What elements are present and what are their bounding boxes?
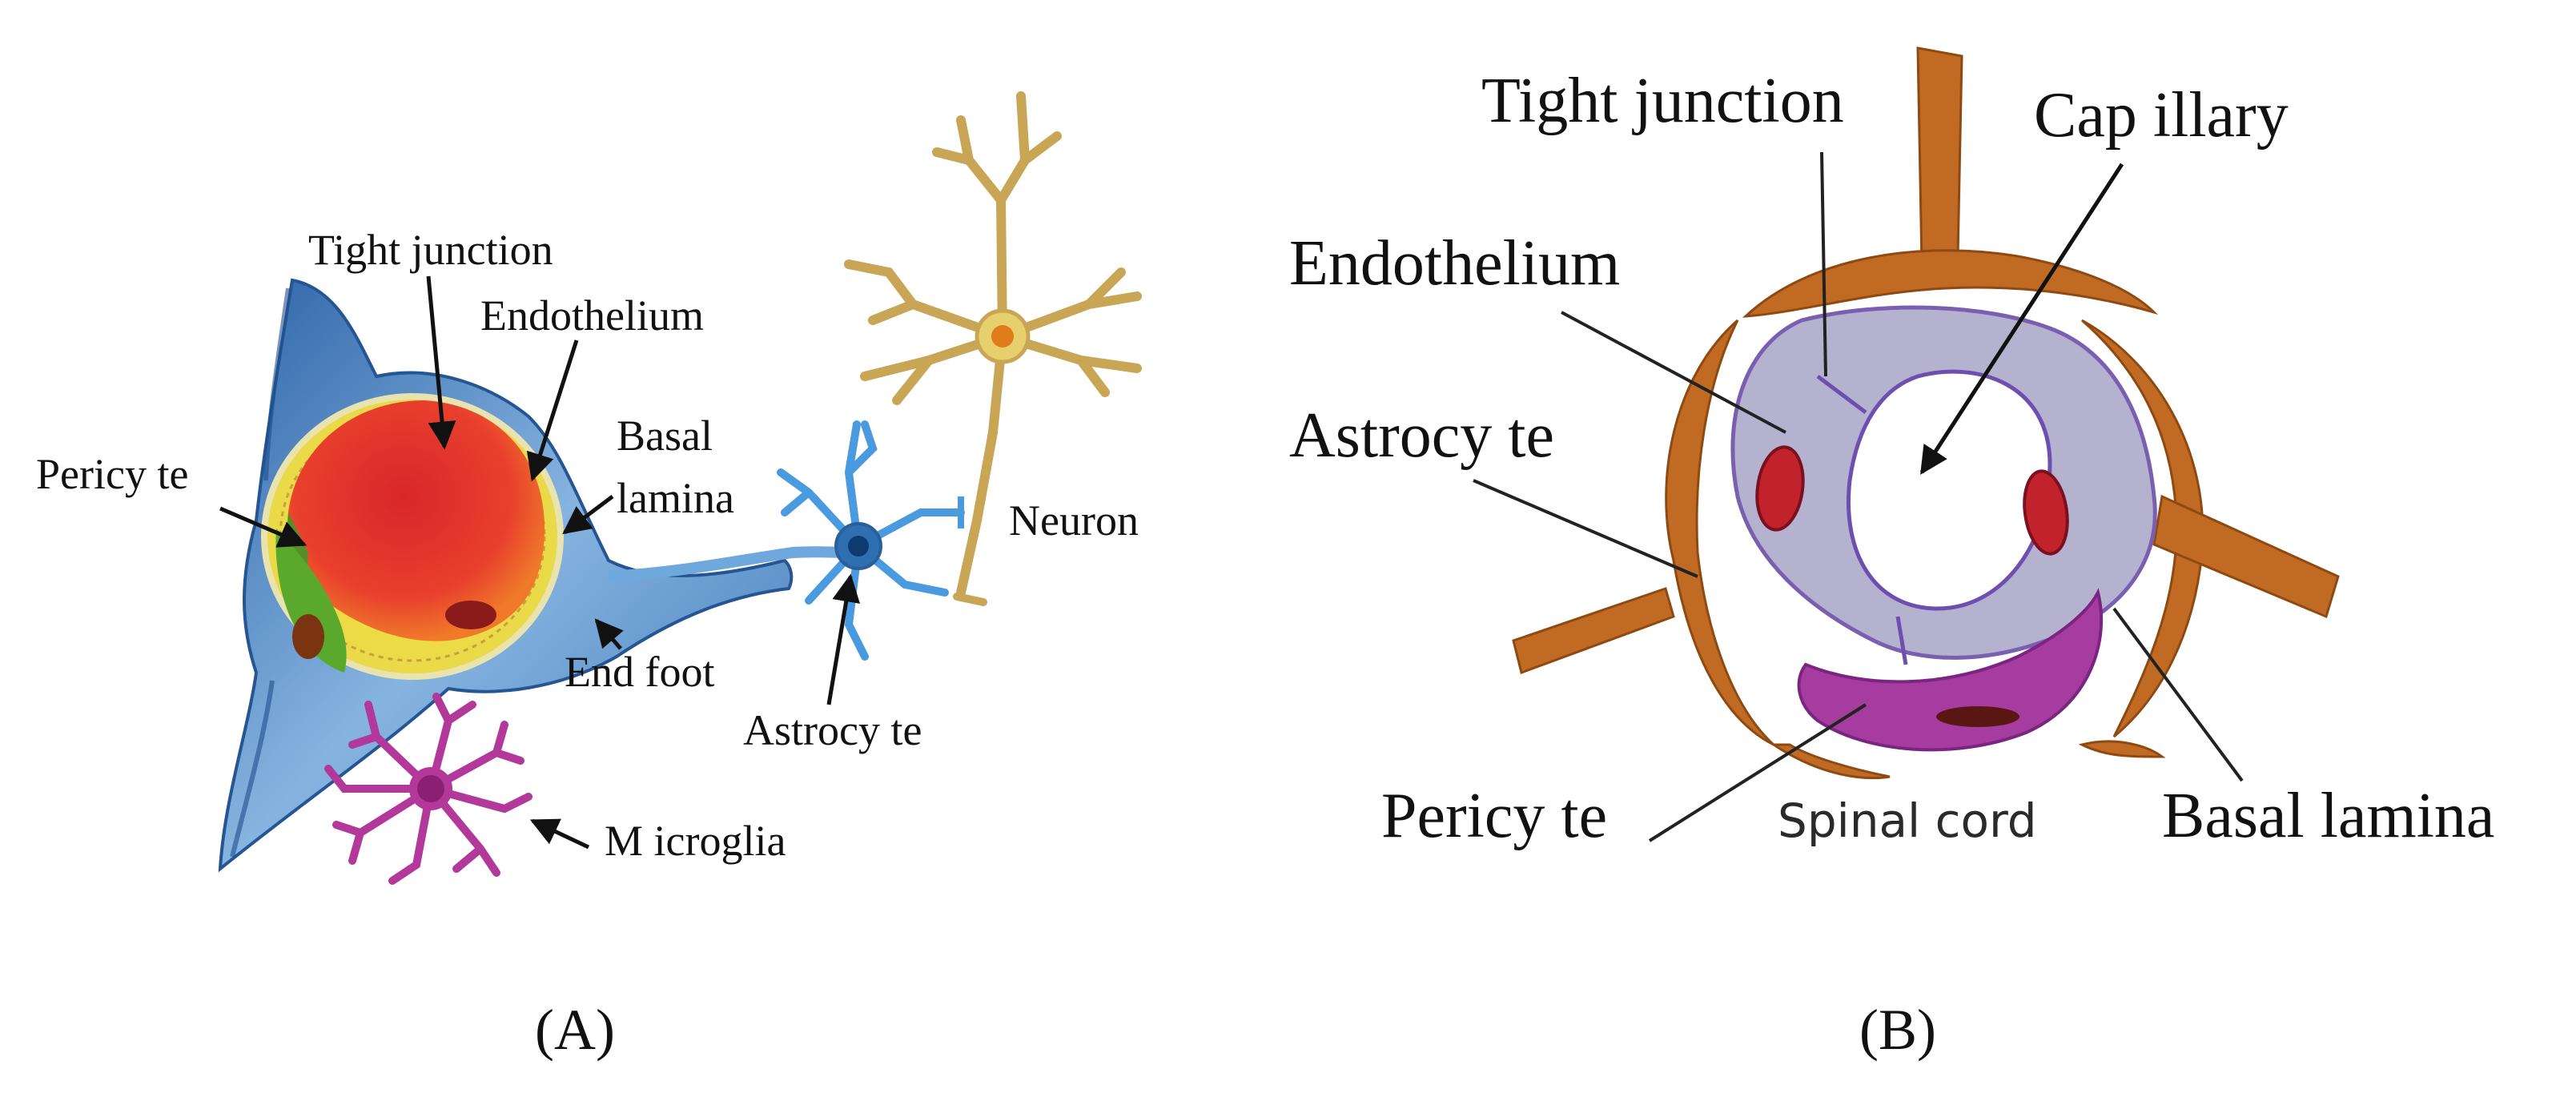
arrow-a-microglia xyxy=(529,818,590,850)
label-a-tight-junction: Tight junction xyxy=(308,226,553,274)
line-b-pericyte xyxy=(1648,703,1867,842)
microglia-cell xyxy=(324,693,532,885)
capillary-cross-section-a xyxy=(261,393,564,680)
panel-b: Tight junction Cap illary Endothelium As… xyxy=(1289,46,2494,1062)
arrow-a-end-foot xyxy=(594,618,624,650)
pericyte-b xyxy=(1797,588,2104,752)
line-b-tight-junction xyxy=(1820,151,1827,377)
arrow-a-astrocyte xyxy=(826,573,861,705)
line-b-astrocyte xyxy=(1473,479,1698,578)
label-a-neuron: Neuron xyxy=(1009,496,1139,544)
arrow-a-endothelium xyxy=(526,340,579,482)
label-a-endothelium: Endothelium xyxy=(480,291,704,340)
label-a-lamina: lamina xyxy=(617,474,734,522)
astrocyte-cell-a xyxy=(777,420,965,661)
astrocyte-process xyxy=(608,546,850,582)
panel-a-letter: (A) xyxy=(535,998,615,1062)
endothelial-nucleus-left xyxy=(1755,445,1805,532)
tight-junction-bottom-b xyxy=(1895,616,1908,665)
arrow-b-capillary xyxy=(1919,163,2124,475)
label-b-spinal-cord: Spinal cord xyxy=(1778,794,2037,848)
endothelial-nucleus-right xyxy=(2023,469,2069,556)
astrocyte-processes-b xyxy=(1512,46,2340,780)
label-b-endothelium: Endothelium xyxy=(1289,228,1620,299)
panel-b-letter: (B) xyxy=(1859,998,1936,1062)
tight-junction-top-b xyxy=(1816,375,1867,414)
label-b-capillary: Cap illary xyxy=(2034,80,2289,151)
neuron-cell xyxy=(844,91,1142,606)
label-b-pericyte: Pericy te xyxy=(1381,781,1607,851)
label-b-astrocyte: Astrocy te xyxy=(1289,400,1554,471)
label-b-basal-lamina: Basal lamina xyxy=(2162,781,2494,851)
label-b-tight-junction: Tight junction xyxy=(1481,66,1844,136)
line-b-endothelium xyxy=(1561,311,1786,434)
panel-a: Tight junction Endothelium Basal lamina … xyxy=(36,91,1142,1062)
label-a-pericyte: Pericy te xyxy=(36,450,188,498)
label-a-end-foot: End foot xyxy=(565,648,714,696)
arrow-a-tight-junction xyxy=(426,275,456,450)
neuron-axon-terminal xyxy=(929,496,964,528)
label-a-basal: Basal xyxy=(617,412,713,460)
label-a-astrocyte: Astrocy te xyxy=(743,706,922,754)
arrow-a-basal-lamina xyxy=(562,495,614,535)
line-b-basal-lamina xyxy=(2112,607,2244,782)
capillary-lumen-b xyxy=(1847,369,2052,611)
pericyte-nucleus-b xyxy=(1936,706,2019,727)
arrow-a-pericyte xyxy=(219,506,307,548)
label-a-microglia: M icroglia xyxy=(605,817,786,865)
